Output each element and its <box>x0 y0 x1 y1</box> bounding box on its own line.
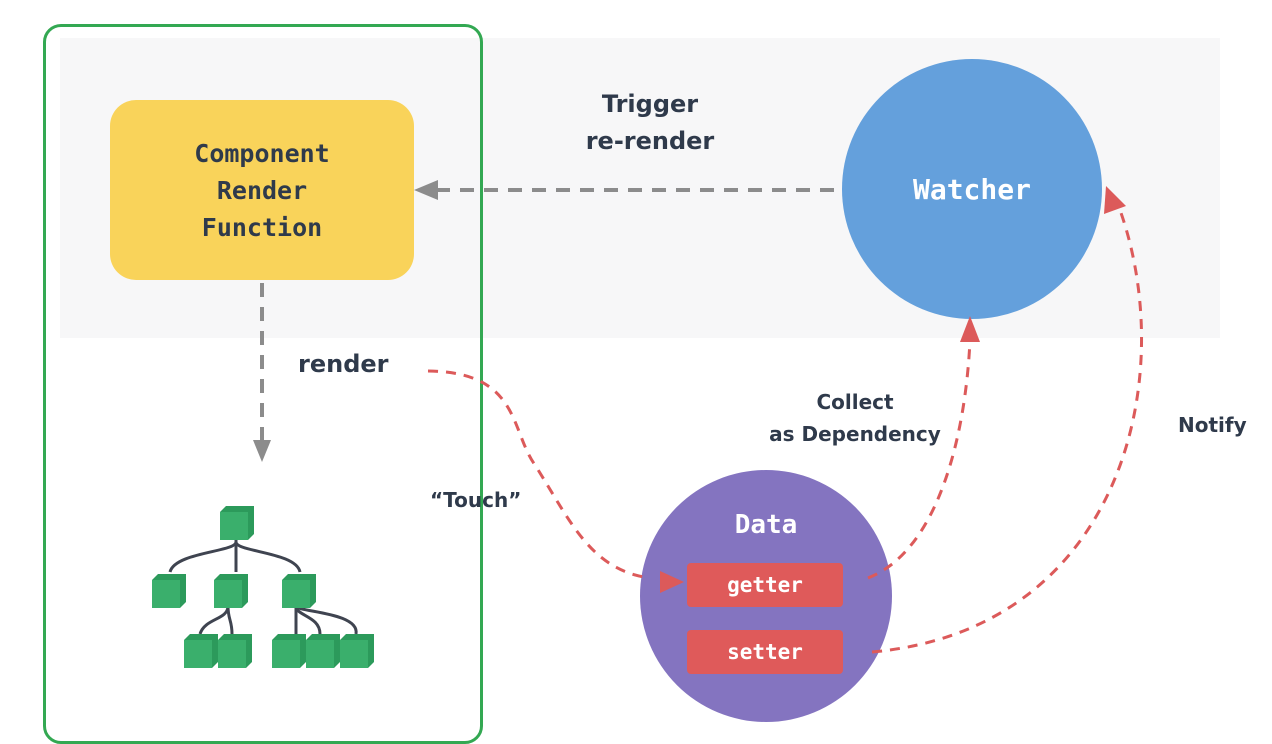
trigger-rerender-label: Trigger re-render <box>585 90 715 155</box>
render-function-node: Component Render Function <box>110 100 414 280</box>
setter-pill: setter <box>687 630 843 674</box>
notify-label: Notify <box>1178 413 1247 437</box>
collect-dependency-label: Collect as Dependency <box>769 390 941 446</box>
tree-cubes <box>152 506 374 668</box>
render-label: render <box>298 350 389 378</box>
touch-label: “Touch” <box>430 488 522 512</box>
collect-dependency-arrow <box>867 316 980 580</box>
watcher-node: Watcher <box>842 59 1102 319</box>
render-down-arrow <box>253 283 271 462</box>
getter-pill: getter <box>687 563 843 607</box>
render-function-label: Component Render Function <box>194 138 330 242</box>
touch-arrow <box>427 369 684 593</box>
component-tree-icon <box>152 506 374 668</box>
trigger-rerender-arrow <box>414 180 834 200</box>
notify-arrow <box>871 186 1143 654</box>
data-label: Data <box>734 510 798 540</box>
connectors-layer <box>152 180 1143 668</box>
watcher-label: Watcher <box>912 172 1031 206</box>
